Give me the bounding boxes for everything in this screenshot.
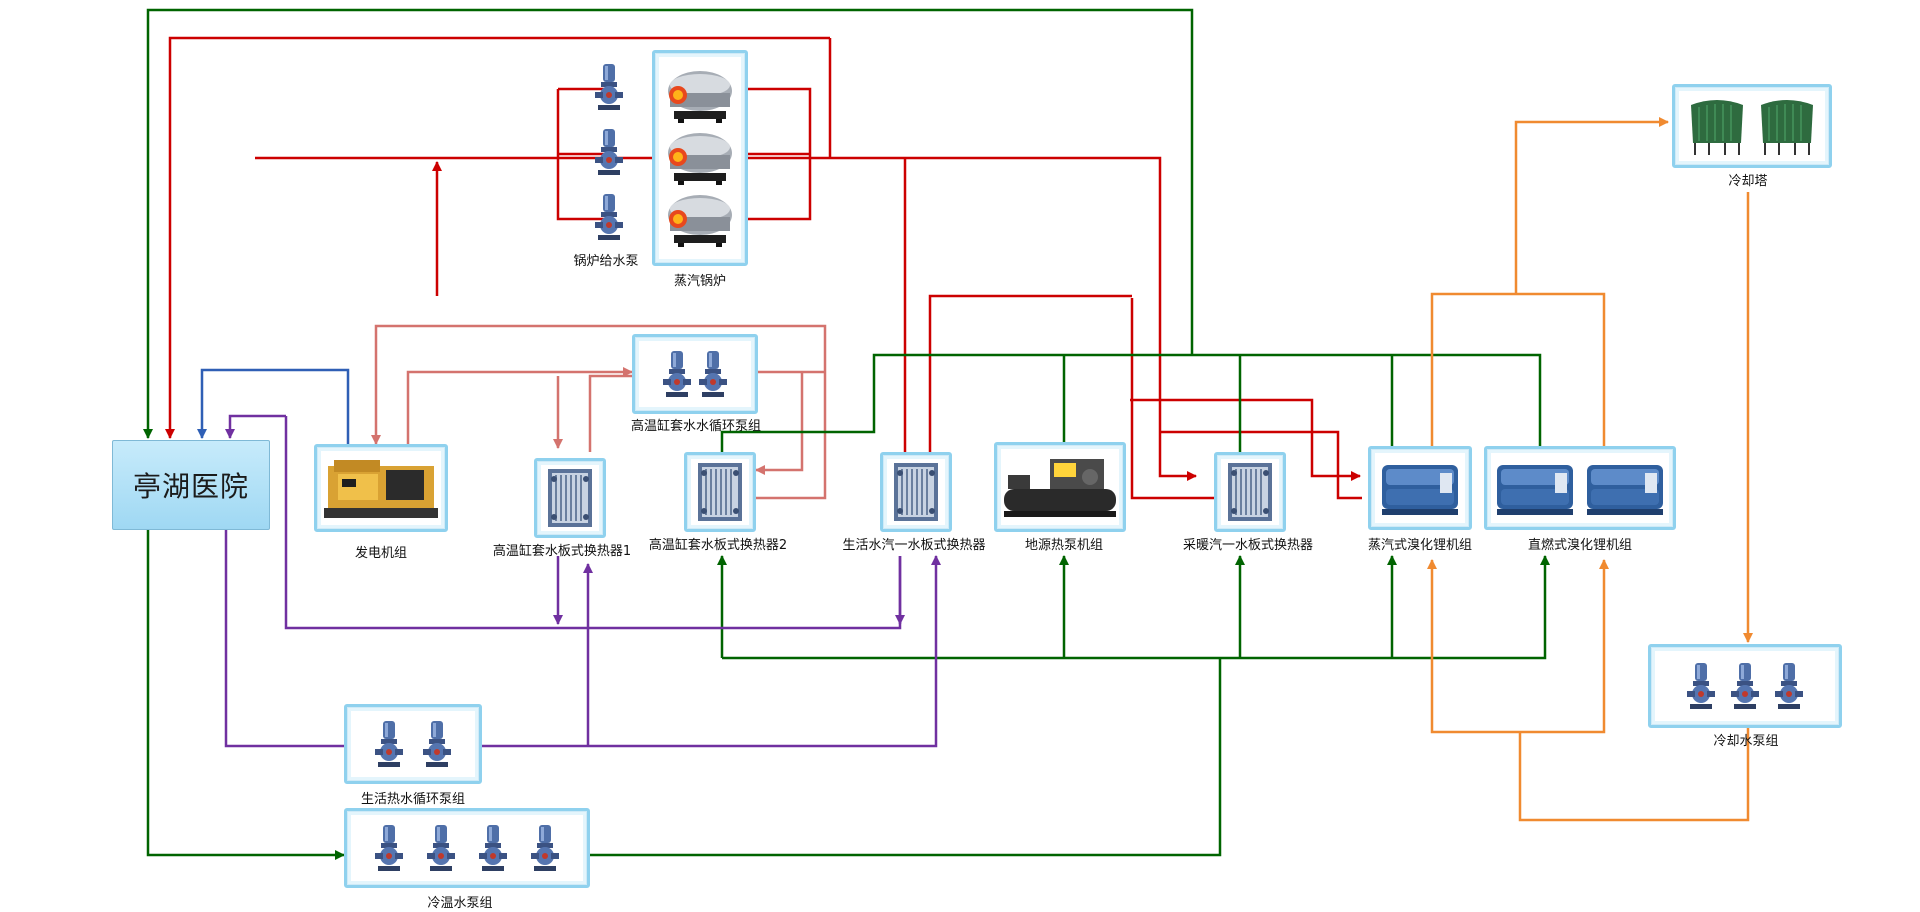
hx-domestic-node[interactable] (880, 452, 952, 532)
generator-node[interactable] (314, 444, 448, 532)
steam-boiler-label: 蒸汽锅炉 (673, 274, 727, 289)
jacket-pump-label: 高温缸套水水循环泵组 (630, 419, 762, 434)
absorption-chiller-icon (1583, 455, 1667, 521)
hx-domestic-label: 生活水汽一水板式换热器 (842, 538, 986, 553)
jacket-water-lines (371, 324, 827, 500)
pump-icon (698, 349, 728, 399)
ground-source-label: 地源热泵机组 (1024, 538, 1104, 553)
generator-icon (322, 452, 440, 524)
generator-return-line (197, 368, 350, 444)
hx2-label: 高温缸套水板式换热器2 (648, 538, 788, 553)
hx-heating-node[interactable] (1214, 452, 1286, 532)
steam-chiller-node[interactable] (1368, 446, 1472, 530)
pump-icon (594, 192, 634, 242)
hx-heating-label: 采暖汽一水板式换热器 (1182, 538, 1314, 553)
pump-icon (594, 127, 634, 177)
cooling-tower-node[interactable] (1672, 84, 1832, 168)
steam-boiler-node[interactable] (652, 50, 748, 266)
direct-chiller-node[interactable] (1484, 446, 1676, 530)
plate-exchanger-icon (890, 459, 942, 525)
boiler-pump-node[interactable] (594, 62, 634, 242)
hot-water-lines (224, 414, 941, 748)
pump-icon (478, 823, 508, 873)
cooling-tower-label: 冷却塔 (1728, 174, 1768, 189)
pump-icon (422, 719, 452, 769)
boiler-icon (664, 67, 736, 125)
pump-icon (594, 62, 634, 112)
pump-icon (662, 349, 692, 399)
pump-icon (1730, 661, 1760, 711)
pump-icon (530, 823, 560, 873)
pump-icon (426, 823, 456, 873)
chw-pump-node[interactable] (344, 808, 590, 888)
dhw-pump-label: 生活热水循环泵组 (360, 792, 466, 807)
chw-pump-label: 冷温水泵组 (427, 896, 493, 911)
cooling-tower-icon (1685, 95, 1749, 157)
pump-icon (374, 719, 404, 769)
steam-chiller-label: 蒸汽式溴化锂机组 (1367, 538, 1473, 553)
hx1-label: 高温缸套水板式换热器1 (492, 544, 632, 559)
plate-exchanger-icon (694, 459, 746, 525)
hx2-node[interactable] (684, 452, 756, 532)
hospital-name: 亭湖医院 (132, 470, 249, 503)
boiler-pump-label: 锅炉给水泵 (573, 254, 639, 269)
absorption-chiller-icon (1378, 455, 1462, 521)
boiler-icon (664, 129, 736, 187)
absorption-chiller-icon (1493, 455, 1577, 521)
pump-icon (374, 823, 404, 873)
plate-exchanger-icon (544, 465, 596, 531)
jacket-pump-node[interactable] (632, 334, 758, 414)
hospital-node[interactable]: 亭湖医院 (112, 440, 270, 530)
ground-source-node[interactable] (994, 442, 1126, 532)
heat-pump-icon (1001, 451, 1119, 523)
cooling-pump-node[interactable] (1648, 644, 1842, 728)
cooling-pump-label: 冷却水泵组 (1713, 734, 1779, 749)
generator-label: 发电机组 (354, 546, 408, 561)
cooling-tower-icon (1755, 95, 1819, 157)
direct-chiller-label: 直燃式溴化锂机组 (1527, 538, 1633, 553)
plate-exchanger-icon (1224, 459, 1276, 525)
hx1-node[interactable] (534, 458, 606, 538)
pump-icon (1774, 661, 1804, 711)
boiler-icon (664, 191, 736, 249)
chilled-water-lines (143, 8, 1550, 860)
dhw-pump-node[interactable] (344, 704, 482, 784)
pump-icon (1686, 661, 1716, 711)
cooling-water-lines (1427, 117, 1753, 822)
